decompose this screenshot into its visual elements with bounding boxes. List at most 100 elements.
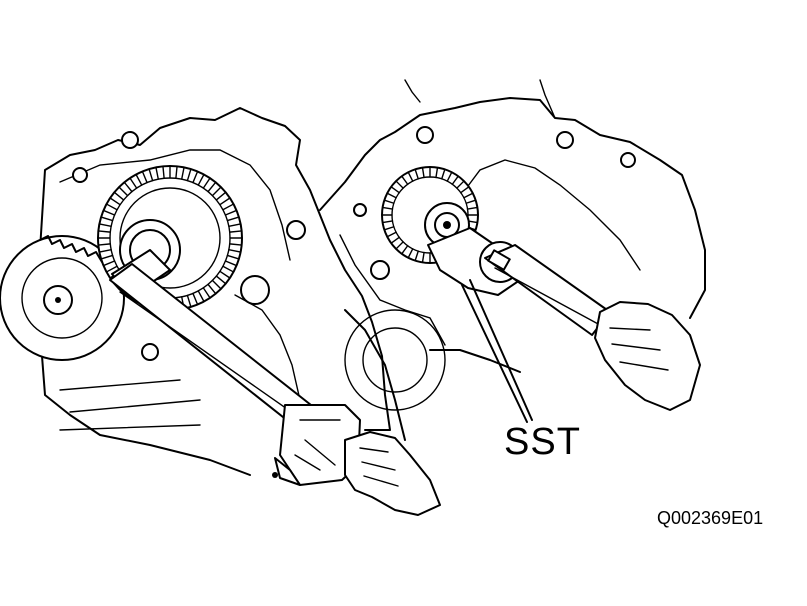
figure-code: Q002369E01 <box>657 508 764 528</box>
gear-tooth <box>381 220 394 224</box>
left-bolt-boss <box>240 275 270 305</box>
gear-tooth <box>421 166 425 179</box>
gear-tooth <box>197 290 205 303</box>
sst-holding-tool <box>427 227 611 336</box>
right-housing-top-lip <box>404 79 556 119</box>
gear-tooth <box>135 173 143 186</box>
gear-tooth <box>222 265 235 273</box>
right-hand-fingers <box>609 327 669 371</box>
gear-tooth <box>228 249 242 253</box>
gear-tooth <box>97 230 111 233</box>
gear-tooth <box>390 236 400 244</box>
gear-tooth <box>451 175 459 185</box>
gear-tooth <box>155 166 159 180</box>
gear-tooth <box>383 199 395 204</box>
right-bolt-boss <box>370 260 390 280</box>
right-bolt-boss <box>620 152 636 168</box>
gear-tooth <box>446 171 453 182</box>
left-lower-disc-pin <box>55 297 61 303</box>
right-lower-disc-inner <box>362 327 428 393</box>
gear-tooth <box>181 166 185 180</box>
gear-tooth <box>228 223 242 227</box>
gear-tooth <box>141 170 148 184</box>
gear-tooth <box>383 226 395 231</box>
gear-tooth <box>202 177 211 189</box>
gear-tooth <box>211 279 222 290</box>
gear-tooth <box>207 181 217 193</box>
gear-tooth <box>401 245 409 255</box>
gear-tooth <box>395 180 404 189</box>
gear-tooth <box>98 249 112 253</box>
gear-tooth <box>98 223 112 227</box>
gear-tooth <box>162 165 165 179</box>
gear-tooth <box>97 243 111 246</box>
right-housing-inner <box>339 159 641 346</box>
gear-tooth <box>207 283 217 295</box>
gear-tooth <box>386 192 397 199</box>
gear-tooth <box>381 206 394 210</box>
gear-tooth <box>192 292 199 306</box>
gear-tooth <box>192 170 199 184</box>
gear-tooth <box>421 251 425 264</box>
left-housing-inner-edge <box>59 149 301 401</box>
left-bolt-boss <box>121 131 139 149</box>
gear-tooth <box>148 168 154 182</box>
gear-tooth <box>226 254 240 260</box>
gear-tooth <box>102 209 116 216</box>
left-hand-fingers <box>359 447 399 487</box>
gear-tooth <box>100 216 114 222</box>
gear-tooth <box>441 168 446 180</box>
right-housing-outline <box>319 97 706 319</box>
gear-tooth <box>215 191 227 201</box>
left-bolt-boss <box>72 167 88 183</box>
torque-wrench <box>109 249 361 486</box>
left-hand <box>344 431 441 516</box>
gear-tooth <box>118 186 129 197</box>
gear-tooth <box>229 230 243 233</box>
right-transaxle-view <box>319 79 706 441</box>
gear-tooth <box>113 191 125 201</box>
gear-tooth <box>465 199 477 204</box>
gear-tooth <box>219 197 231 206</box>
gear-tooth <box>175 165 178 179</box>
gear-tooth <box>435 166 439 179</box>
right-hand <box>594 301 701 411</box>
gear-tooth <box>224 260 238 267</box>
left-case-ribs <box>59 379 201 431</box>
right-case-lower <box>344 309 521 441</box>
left-lower-gear-teeth <box>39 235 103 263</box>
gear-tooth <box>109 197 121 206</box>
right-shaft-center <box>443 221 451 229</box>
left-transaxle-view <box>0 107 441 516</box>
sst-leader-line <box>461 284 528 423</box>
gear-tooth <box>407 171 414 182</box>
gear-tooth <box>414 250 419 262</box>
gear-tooth <box>222 203 235 211</box>
gear-tooth <box>407 248 414 259</box>
left-bolt-boss <box>286 220 306 240</box>
right-bolt-boss <box>556 131 574 149</box>
right-bolt-boss <box>416 126 434 144</box>
gear-tooth <box>129 177 138 189</box>
gear-tooth <box>202 287 211 299</box>
gear-tooth <box>215 275 227 285</box>
sst-leader-line-2 <box>469 279 533 421</box>
gear-tooth <box>395 241 404 250</box>
gear-tooth <box>390 186 400 194</box>
left-lower-disc-inner <box>21 257 103 339</box>
gear-tooth <box>466 206 479 210</box>
gear-tooth <box>401 175 409 185</box>
gear-tooth <box>211 186 222 197</box>
gear-tooth <box>414 168 419 180</box>
gear-tooth <box>386 231 397 238</box>
gear-tooth <box>229 243 243 246</box>
gear-tooth <box>463 192 474 199</box>
right-bolt-boss <box>353 203 367 217</box>
gear-tooth <box>197 173 205 186</box>
gear-tooth <box>226 216 240 222</box>
gear-tooth <box>123 181 133 193</box>
gear-tooth <box>102 260 116 267</box>
gear-tooth <box>100 254 114 260</box>
